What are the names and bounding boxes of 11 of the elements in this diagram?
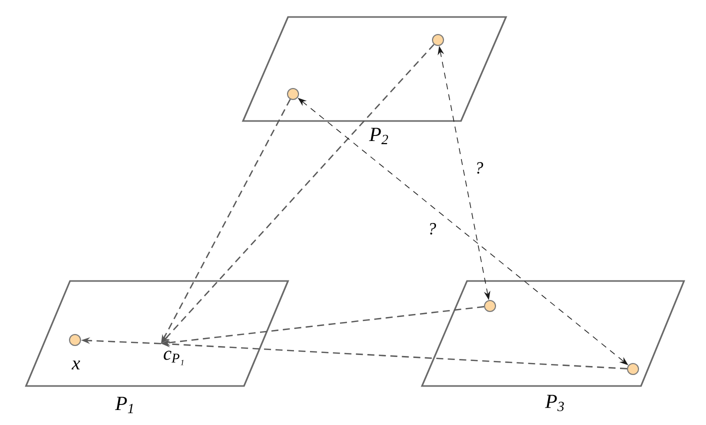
point-marker <box>287 88 299 100</box>
plane-label: P$_{3}$ <box>545 394 564 412</box>
point-marker <box>484 300 496 312</box>
edge-label: ? <box>474 161 484 175</box>
point-label: c$_{P₁}$ <box>164 350 184 366</box>
plane-label: P$_{2}$ <box>369 128 388 144</box>
point-marker <box>627 363 639 375</box>
point-label: x <box>72 360 80 370</box>
point-marker <box>432 34 444 46</box>
edge-label: ? <box>426 222 438 236</box>
plane-label: P$_{1}$ <box>115 396 133 414</box>
